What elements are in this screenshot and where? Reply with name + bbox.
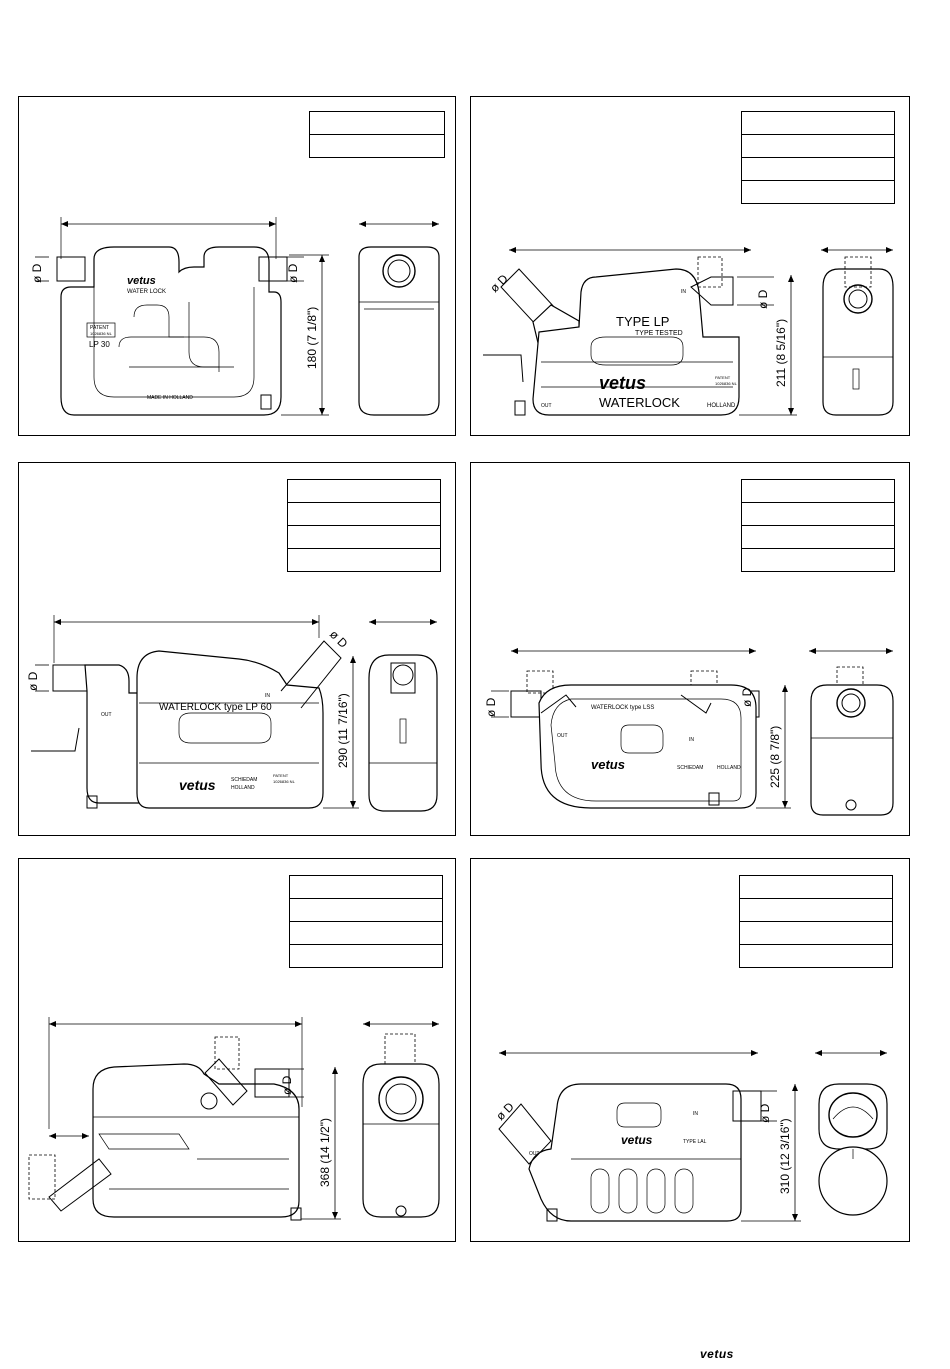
type-label: TYPE LP (616, 314, 669, 329)
country-label: HOLLAND (717, 765, 741, 771)
height-label: 310 (12 3/16") (778, 1118, 792, 1194)
spec-cell (289, 944, 443, 968)
spec-table (741, 111, 895, 204)
lp30-drawing: ø D ø D 180 (7 1/8") vetus WATER LOCK PA… (30, 217, 440, 416)
spec-cell (309, 134, 445, 158)
diameter-label: ø D (280, 1075, 294, 1095)
spec-cell (741, 134, 895, 158)
country-label: HOLLAND (231, 785, 255, 791)
spec-cell (289, 921, 443, 945)
lss-drawing: WATERLOCK type LSS OUT IN vetus SCHIEDAM… (484, 648, 894, 816)
patent-number: 1026836 NL (273, 779, 296, 784)
out-label: OUT (541, 403, 552, 409)
waterlock-drawing-5: ø D 368 (14 1/2") (28, 1017, 440, 1221)
waterlock-label: WATERLOCK (599, 395, 680, 410)
patent-label: PATENT (90, 325, 109, 331)
diameter-label-2: ø D (758, 1103, 772, 1123)
drawing-panel-lss: WATERLOCK type LSS OUT IN vetus SCHIEDAM… (470, 462, 910, 836)
waterlock-label: WATERLOCK type LP 60 (159, 702, 272, 713)
spec-table (309, 111, 445, 158)
spec-cell (741, 180, 895, 204)
patent-number: 1026836 NL (90, 331, 113, 336)
city-label: SCHIEDAM (677, 765, 703, 771)
product-label: WATER LOCK (127, 289, 166, 295)
height-label: 290 (11 7/16") (336, 693, 350, 768)
height-label: 225 (8 7/8") (768, 726, 782, 788)
lp60-drawing: WATERLOCK type LP 60 OUT IN vetus SCHIED… (26, 615, 438, 812)
brand-logo: vetus (700, 1347, 734, 1361)
spec-table (287, 479, 441, 572)
diameter-label: ø D (30, 263, 44, 283)
spec-cell (287, 479, 441, 503)
diameter-label: ø D (493, 1099, 517, 1123)
spec-table (739, 875, 893, 968)
spec-cell (289, 875, 443, 899)
drawing-panel-lp60: WATERLOCK type LP 60 OUT IN vetus SCHIED… (18, 462, 456, 836)
height-label: 180 (7 1/8") (305, 307, 319, 369)
in-label: IN (265, 693, 270, 699)
spec-cell (287, 525, 441, 549)
drawing-panel-5: ø D 368 (14 1/2") (18, 858, 456, 1242)
drawing-panel-lp30: ø D ø D 180 (7 1/8") vetus WATER LOCK PA… (18, 96, 456, 436)
spec-table (289, 875, 443, 968)
diameter-label: ø D (484, 697, 498, 717)
diameter-label-2: ø D (756, 289, 770, 309)
patent-number: 1026836 NL (715, 381, 738, 386)
origin-label: MADE IN HOLLAND (147, 395, 193, 401)
height-label: 211 (8 5/16") (774, 319, 788, 387)
lal-drawing: vetus TYPE LAL IN OUT ø D ø D 310 (12 3/… (493, 1050, 888, 1222)
waterlock-label: WATERLOCK type LSS (591, 705, 654, 711)
spec-cell (287, 548, 441, 572)
origin-label: HOLLAND (707, 403, 736, 409)
in-label: IN (689, 737, 694, 743)
patent-label: PATENT (715, 375, 731, 380)
drawing-panel-lp: TYPE LP TYPE TESTED vetus WATERLOCK HOLL… (470, 96, 910, 436)
brand-mark: vetus (621, 1133, 653, 1147)
diameter-label: ø D (26, 671, 40, 691)
brand-mark: vetus (591, 757, 625, 772)
spec-cell (741, 525, 895, 549)
drawing-panel-lal: vetus TYPE LAL IN OUT ø D ø D 310 (12 3/… (470, 858, 910, 1242)
model-label: LP 30 (89, 340, 110, 349)
spec-cell (739, 944, 893, 968)
in-label: IN (681, 289, 686, 295)
height-label: 368 (14 1/2") (318, 1118, 332, 1187)
spec-cell (739, 875, 893, 899)
spec-table (741, 479, 895, 572)
in-label: IN (693, 1111, 698, 1117)
brand-mark: vetus (179, 777, 216, 793)
out-label: OUT (529, 1151, 540, 1157)
spec-cell (741, 548, 895, 572)
diameter-label-2: ø D (286, 263, 300, 283)
diameter-label: ø D (487, 271, 511, 295)
diameter-label-2: ø D (740, 687, 754, 707)
brand-mark: vetus (599, 373, 646, 393)
spec-cell (739, 898, 893, 922)
spec-cell (289, 898, 443, 922)
type-label: TYPE LAL (683, 1139, 707, 1145)
type-tested-label: TYPE TESTED (635, 330, 683, 337)
out-label: OUT (101, 712, 112, 718)
patent-label: PATENT (273, 773, 289, 778)
spec-cell (741, 157, 895, 181)
lp-drawing: TYPE LP TYPE TESTED vetus WATERLOCK HOLL… (483, 247, 894, 416)
brand-mark: vetus (127, 275, 156, 287)
out-label: OUT (557, 733, 568, 739)
city-label: SCHIEDAM (231, 777, 257, 783)
